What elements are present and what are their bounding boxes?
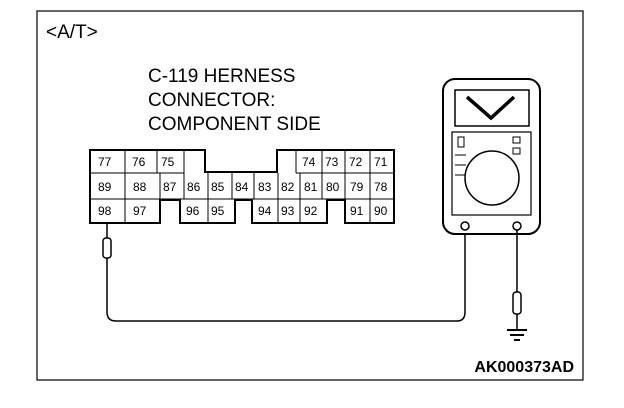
voltage-v-icon bbox=[465, 95, 516, 121]
pin-72: 72 bbox=[349, 155, 363, 169]
test-lead-wire bbox=[106, 226, 466, 322]
pin-73: 73 bbox=[325, 155, 339, 169]
connector-title-line-2: CONNECTOR: bbox=[148, 90, 275, 111]
pin-92: 92 bbox=[304, 204, 318, 218]
pin-81: 81 bbox=[304, 180, 318, 194]
pin-88: 88 bbox=[133, 180, 147, 194]
range-marker-1 bbox=[457, 136, 465, 148]
ground-icon bbox=[507, 329, 527, 341]
figure-code: AK000373AD bbox=[474, 359, 574, 376]
pin-76: 76 bbox=[132, 155, 146, 169]
pin-77: 77 bbox=[98, 155, 112, 169]
voltmeter bbox=[442, 78, 541, 235]
ground-lead bbox=[512, 230, 522, 330]
pin-87: 87 bbox=[163, 180, 177, 194]
pin-80: 80 bbox=[326, 180, 340, 194]
pin-71: 71 bbox=[374, 155, 388, 169]
meter-display bbox=[454, 89, 530, 127]
pin-89: 89 bbox=[98, 180, 112, 194]
pin-75: 75 bbox=[161, 155, 175, 169]
connector-title-line-3: COMPONENT SIDE bbox=[148, 114, 321, 135]
pin-83: 83 bbox=[258, 180, 272, 194]
pin-78: 78 bbox=[374, 180, 388, 194]
pin-93: 93 bbox=[281, 204, 295, 218]
pin-98: 98 bbox=[98, 204, 112, 218]
pin-74: 74 bbox=[302, 155, 316, 169]
c-119-connector: 77 76 75 74 73 72 71 89 88 87 86 85 84 8… bbox=[89, 149, 395, 224]
pin-96: 96 bbox=[186, 204, 200, 218]
pin-94: 94 bbox=[258, 204, 272, 218]
positive-jack bbox=[460, 221, 470, 231]
selector-dial bbox=[464, 150, 520, 206]
negative-jack bbox=[512, 221, 522, 231]
pin-95: 95 bbox=[211, 204, 225, 218]
pin-90: 90 bbox=[374, 204, 388, 218]
pin-82: 82 bbox=[281, 180, 295, 194]
pin-97: 97 bbox=[133, 204, 147, 218]
pin-79: 79 bbox=[350, 180, 364, 194]
pin-84: 84 bbox=[235, 180, 249, 194]
pin-85: 85 bbox=[211, 180, 225, 194]
range-marker-2 bbox=[512, 136, 521, 144]
pin-86: 86 bbox=[187, 180, 201, 194]
connector-title-line-1: C-119 HERNESS bbox=[148, 66, 295, 87]
connector-outline bbox=[89, 149, 395, 224]
system-label: <A/T> bbox=[46, 22, 98, 43]
pin-91: 91 bbox=[350, 204, 364, 218]
range-marker-3 bbox=[512, 147, 521, 155]
